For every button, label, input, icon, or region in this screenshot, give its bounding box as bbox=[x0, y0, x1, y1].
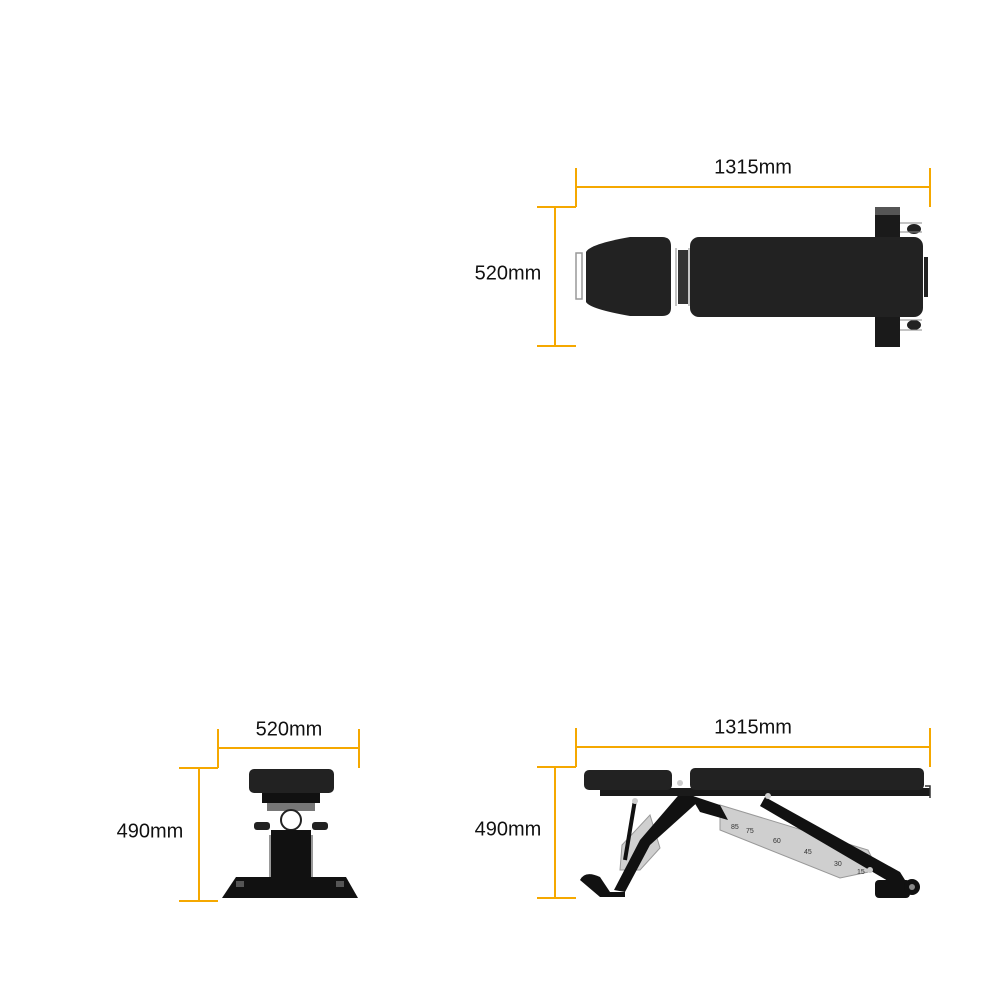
top-view-width-label: 520mm bbox=[474, 262, 542, 285]
ladder-number: 60 bbox=[773, 838, 781, 845]
front-view-height-label: 490mm bbox=[116, 820, 184, 843]
top-view-dimensions bbox=[537, 168, 931, 347]
side-view-length-label: 1315mm bbox=[714, 716, 792, 739]
front-view-dimensions bbox=[179, 729, 360, 902]
side-view-height-label: 490mm bbox=[474, 818, 542, 841]
ladder-number: 30 bbox=[834, 861, 842, 868]
side-view-dimensions bbox=[537, 728, 931, 899]
ladder-number: 85 bbox=[731, 824, 739, 831]
ladder-number: 45 bbox=[804, 849, 812, 856]
ladder-number: 75 bbox=[746, 828, 754, 835]
bench-top-view bbox=[575, 207, 928, 347]
bench-side-view: 85 75 60 45 30 15 bbox=[580, 768, 931, 898]
top-view-length-label: 1315mm bbox=[714, 156, 792, 179]
bench-front-view bbox=[222, 769, 358, 898]
ladder-number: 15 bbox=[857, 869, 865, 876]
front-view-width-label: 520mm bbox=[255, 718, 323, 741]
